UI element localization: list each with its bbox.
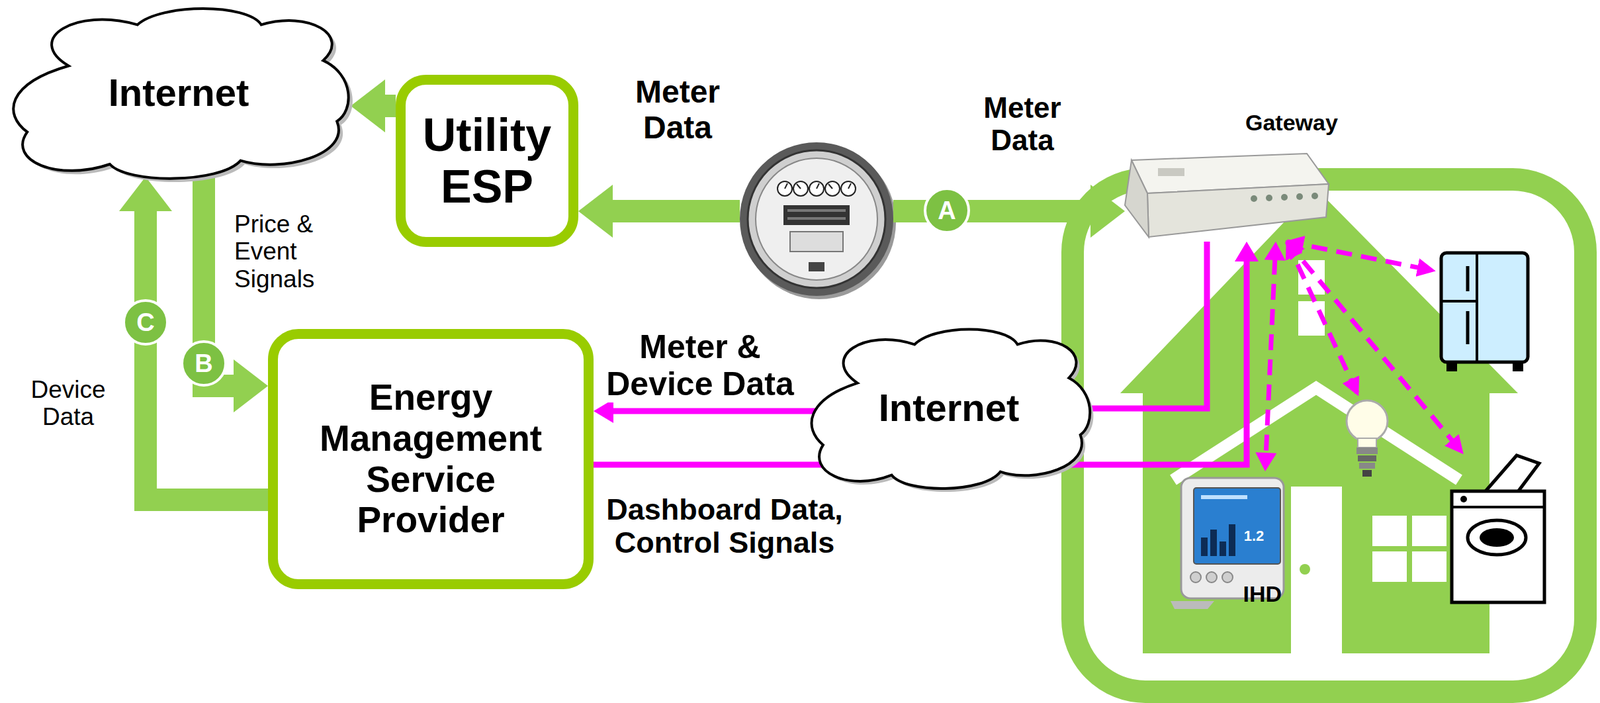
connector (350, 79, 396, 133)
edge-label: Meter & Device Data (596, 328, 804, 403)
wireless-link (1287, 241, 1358, 395)
connector-line (383, 94, 396, 118)
arrow-head (593, 399, 614, 423)
callout-letter: B (194, 350, 213, 376)
arrow-head (233, 359, 268, 413)
connector (1255, 241, 1286, 472)
door-knob (1299, 563, 1311, 575)
callout-circle: A (923, 187, 971, 234)
arrow-head (1264, 241, 1286, 261)
light-bulb-icon (1346, 400, 1388, 477)
connector (1078, 241, 1207, 409)
house-door (1290, 486, 1342, 654)
meter-arrow (893, 199, 1092, 223)
display-device: IHD (1167, 471, 1288, 611)
connector-line (1265, 258, 1276, 454)
edge-label: Price & Event Signals (232, 210, 349, 293)
internet-cloud: Internet (805, 324, 1092, 492)
connector-line (593, 461, 846, 468)
flow-label: Meter Data (959, 91, 1086, 157)
meter-arrow (611, 199, 740, 223)
gateway-device: Gateway (1118, 105, 1350, 242)
flow-label: Meter Data (618, 74, 738, 146)
callout-letter: C (136, 309, 155, 335)
connector (593, 464, 846, 466)
house-window (1372, 515, 1407, 546)
node-label: Internet (108, 71, 250, 115)
arrow-head (1255, 451, 1277, 472)
edge-label: Dashboard Data, Control Signals (598, 492, 851, 560)
electric-meter (739, 142, 896, 300)
display-reading: 1.2 (1234, 528, 1274, 545)
utility-box: Utility ESP (395, 74, 579, 247)
internet-cloud: Internet (6, 3, 351, 182)
provider-box: Energy Management Service Provider (267, 328, 594, 589)
arrow-head (119, 176, 173, 212)
callout-circle: B (180, 340, 227, 387)
node-label: IHD (1242, 580, 1282, 607)
house-window (1412, 551, 1447, 582)
node-label: Internet (878, 386, 1020, 430)
house-window (1412, 515, 1447, 546)
arrow-head (1090, 184, 1125, 238)
fridge-icon (1441, 252, 1528, 372)
connector-line (612, 408, 846, 415)
connector-line (1078, 241, 1207, 409)
edge-label: Device Data (18, 375, 118, 431)
washer-icon (1451, 455, 1545, 603)
node-label: Gateway (1245, 109, 1338, 135)
house-frame (1072, 179, 1586, 692)
house-window (1372, 551, 1407, 582)
node-label: Energy Management Service Provider (311, 377, 551, 540)
arrow-head (350, 79, 386, 133)
arrow-head (578, 184, 613, 238)
connector (593, 399, 846, 423)
callout-letter: A (937, 197, 956, 223)
node-label: Utility ESP (412, 109, 562, 214)
callout-circle: C (122, 299, 169, 346)
arrow-head (1234, 241, 1259, 262)
wireless-link (1287, 241, 1463, 453)
